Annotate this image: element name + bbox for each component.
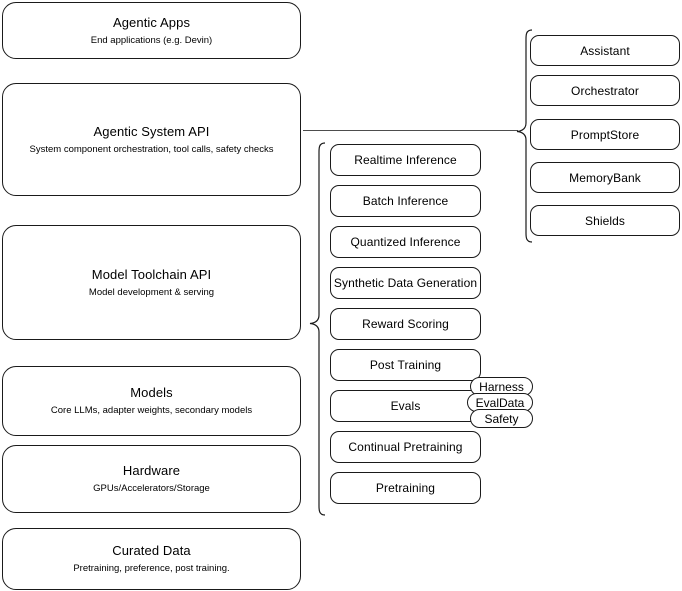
layer-title: Models xyxy=(130,385,173,400)
layer-subtitle: Model development & serving xyxy=(88,286,215,298)
capability-label: Evals xyxy=(390,399,421,413)
capability-label: Realtime Inference xyxy=(354,153,457,167)
layer-title: Agentic System API xyxy=(93,123,210,139)
layer-subtitle: Pretraining, preference, post training. xyxy=(73,563,230,574)
eval-pill-safety[interactable]: Safety xyxy=(470,409,533,428)
capability-label: Synthetic Data Generation xyxy=(333,276,478,290)
layer-box-models[interactable]: Models Core LLMs, adapter weights, secon… xyxy=(2,366,301,436)
capability-label: Post Training xyxy=(369,358,442,372)
connector-line-system-api-to-components xyxy=(303,130,518,131)
layer-box-hardware[interactable]: Hardware GPUs/Accelerators/Storage xyxy=(2,445,301,513)
capability-box-post-training[interactable]: Post Training xyxy=(330,349,481,381)
capability-label: Reward Scoring xyxy=(362,317,449,331)
capability-label: Quantized Inference xyxy=(350,235,461,249)
layer-box-curated-data[interactable]: Curated Data Pretraining, preference, po… xyxy=(2,528,301,590)
capability-box-continual-pretraining[interactable]: Continual Pretraining xyxy=(330,431,481,463)
eval-pill-label: Safety xyxy=(484,411,519,426)
curly-bracket-model-toolchain xyxy=(309,142,326,516)
layer-box-model-toolchain-api[interactable]: Model Toolchain API Model development & … xyxy=(2,225,301,340)
capability-label: Continual Pretraining xyxy=(348,440,463,454)
component-label: MemoryBank xyxy=(569,170,641,185)
component-label: Shields xyxy=(584,213,626,228)
component-box-promptstore[interactable]: PromptStore xyxy=(530,119,680,150)
layer-title: Hardware xyxy=(122,463,181,478)
layer-box-agentic-system-api[interactable]: Agentic System API System component orch… xyxy=(2,83,301,196)
layer-title: Agentic Apps xyxy=(112,14,191,30)
capability-box-reward-scoring[interactable]: Reward Scoring xyxy=(330,308,481,340)
capability-box-pretraining[interactable]: Pretraining xyxy=(330,472,481,504)
component-box-orchestrator[interactable]: Orchestrator xyxy=(530,75,680,106)
capability-box-synthetic-data-generation[interactable]: Synthetic Data Generation xyxy=(330,267,481,299)
layer-subtitle: GPUs/Accelerators/Storage xyxy=(93,483,210,494)
eval-pill-label: EvalData xyxy=(475,395,525,410)
layer-box-agentic-apps[interactable]: Agentic Apps End applications (e.g. Devi… xyxy=(2,2,301,59)
eval-pill-label: Harness xyxy=(479,379,524,394)
capability-label: Pretraining xyxy=(375,481,436,495)
layer-subtitle: End applications (e.g. Devin) xyxy=(90,34,213,46)
layer-title: Model Toolchain API xyxy=(91,266,212,282)
capability-box-quantized-inference[interactable]: Quantized Inference xyxy=(330,226,481,258)
capability-box-batch-inference[interactable]: Batch Inference xyxy=(330,185,481,217)
component-label: PromptStore xyxy=(570,127,640,142)
component-box-memorybank[interactable]: MemoryBank xyxy=(530,162,680,193)
eval-pill-evaldata[interactable]: EvalData xyxy=(467,393,533,412)
component-box-shields[interactable]: Shields xyxy=(530,205,680,236)
component-label: Orchestrator xyxy=(571,83,639,98)
curly-bracket-agentic-system xyxy=(516,29,533,243)
capability-box-evals[interactable]: Evals xyxy=(330,390,481,422)
capability-box-realtime-inference[interactable]: Realtime Inference xyxy=(330,144,481,176)
layer-title: Curated Data xyxy=(112,543,191,558)
layer-subtitle: Core LLMs, adapter weights, secondary mo… xyxy=(50,405,253,416)
capability-label: Batch Inference xyxy=(362,194,449,208)
layer-subtitle: System component orchestration, tool cal… xyxy=(29,143,274,155)
component-box-assistant[interactable]: Assistant xyxy=(530,35,680,66)
component-label: Assistant xyxy=(580,43,630,58)
